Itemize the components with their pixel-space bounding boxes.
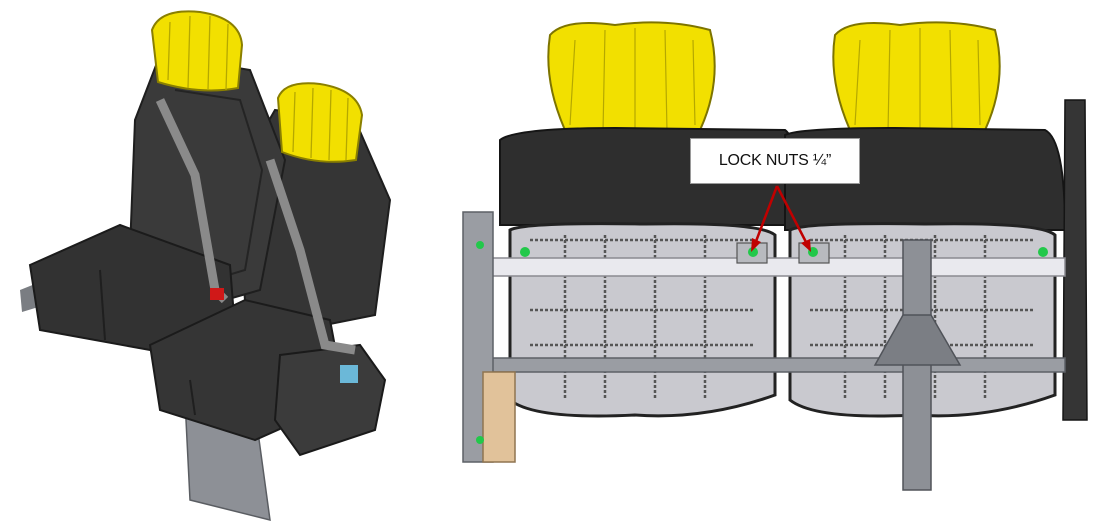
headrest-right: [832, 21, 1001, 136]
seat-pan-left: [508, 222, 777, 418]
buckle-label: [340, 365, 358, 383]
side-panel: [1062, 99, 1088, 421]
seat-frame-illustration: [462, 21, 1088, 491]
headrest-left: [547, 21, 716, 136]
isometric-seat-view: [0, 0, 440, 521]
isometric-seat-illustration: [20, 10, 392, 521]
lock-nuts-callout: LOCK NUTS ¼”: [690, 138, 860, 184]
armrest: [273, 343, 387, 457]
side-bracket: [482, 371, 516, 463]
headrest-right: [276, 82, 364, 163]
callout-arrows: [751, 185, 811, 252]
belt-buckle: [210, 288, 224, 300]
cross-bar: [489, 257, 1066, 277]
lower-rail: [489, 357, 1066, 373]
seatbelt-right: [265, 158, 356, 355]
headrest-left: [150, 10, 244, 92]
fastener-markers: [476, 241, 1048, 444]
rear-underside-view: LOCK NUTS ¼”: [455, 0, 1094, 521]
